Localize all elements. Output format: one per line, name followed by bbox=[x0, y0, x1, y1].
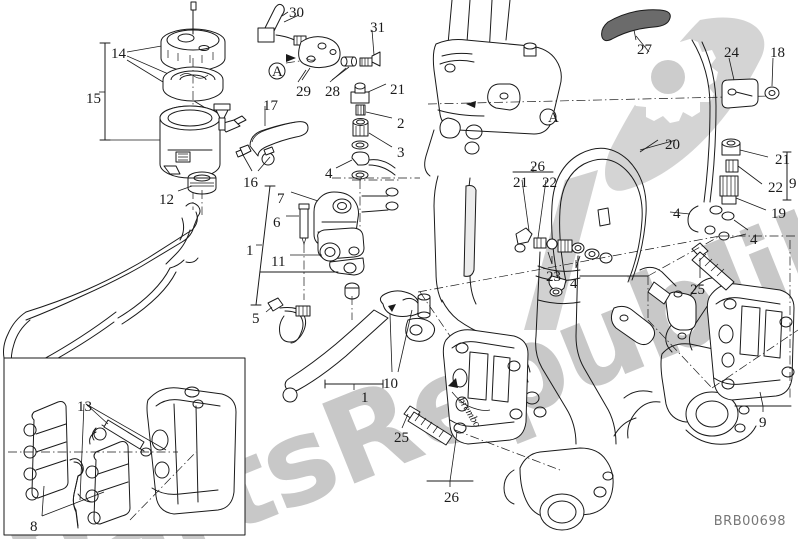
group-reservoir-assembly bbox=[99, 1, 247, 215]
callout-25: 25 bbox=[394, 430, 409, 446]
front-fork-assembly bbox=[424, 0, 771, 531]
callout-27: 27 bbox=[637, 42, 652, 58]
callout-A: A bbox=[272, 64, 283, 80]
group-brake-switch bbox=[257, 3, 381, 81]
callout-24: 24 bbox=[724, 45, 739, 61]
right-fork-hub bbox=[610, 266, 757, 445]
callout-9: 9 bbox=[759, 415, 767, 431]
callout-4: 4 bbox=[673, 206, 681, 222]
callout-A: A bbox=[548, 110, 559, 126]
caliper-left: brembo bbox=[419, 291, 561, 487]
callout-28: 28 bbox=[325, 84, 340, 100]
callout-15: 15 bbox=[86, 91, 101, 107]
callout-9: 9 bbox=[789, 176, 797, 192]
callout-8: 8 bbox=[30, 519, 38, 535]
callout-31: 31 bbox=[370, 20, 385, 36]
callout-3: 3 bbox=[397, 145, 405, 161]
callout-21: 21 bbox=[390, 82, 405, 98]
caliper-right bbox=[647, 235, 798, 412]
callout-14: 14 bbox=[111, 46, 126, 62]
group-bleed-valve-right bbox=[669, 39, 792, 241]
group-master-cylinder bbox=[250, 179, 400, 320]
left-fairing-outline bbox=[3, 202, 201, 373]
callout-23: 23 bbox=[546, 269, 561, 285]
callout-19: 19 bbox=[771, 206, 786, 222]
group-24-18 bbox=[721, 57, 780, 109]
callout-30: 30 bbox=[289, 5, 304, 21]
part-5-cable-clip bbox=[265, 297, 311, 344]
callout-26: 26 bbox=[530, 159, 545, 175]
group-reservoir-hose bbox=[235, 106, 309, 172]
bracket-26-21-22 bbox=[417, 166, 721, 293]
callout-4: 4 bbox=[325, 166, 333, 182]
callout-25: 25 bbox=[690, 282, 705, 298]
callout-6: 6 bbox=[273, 215, 281, 231]
misc-leaders bbox=[283, 14, 677, 151]
callout-21: 21 bbox=[775, 152, 790, 168]
callout-4: 4 bbox=[750, 232, 758, 248]
callout-11: 11 bbox=[271, 254, 286, 270]
callout-20: 20 bbox=[665, 137, 680, 153]
callout-16: 16 bbox=[243, 175, 258, 191]
callout-13: 13 bbox=[77, 399, 92, 415]
callout-1: 1 bbox=[361, 390, 369, 406]
group-brake-lever bbox=[282, 290, 436, 403]
part-27-hose bbox=[601, 9, 671, 42]
callout-22: 22 bbox=[542, 175, 557, 191]
callout-7: 7 bbox=[277, 191, 285, 207]
callout-17: 17 bbox=[263, 98, 278, 114]
callout-18: 18 bbox=[770, 45, 785, 61]
callout-2: 2 bbox=[397, 116, 405, 132]
callout-1: 1 bbox=[246, 243, 254, 259]
diagram-part-code: BRB00698 bbox=[713, 514, 786, 529]
callout-10: 10 bbox=[383, 376, 398, 392]
callout-5: 5 bbox=[252, 311, 260, 327]
callout-22: 22 bbox=[768, 180, 783, 196]
callout-12: 12 bbox=[159, 192, 174, 208]
leaders-23-4 bbox=[551, 256, 577, 268]
part-12-grommet bbox=[177, 171, 217, 195]
callout-26: 26 bbox=[444, 490, 459, 506]
group-banjo-fittings-left bbox=[332, 82, 420, 232]
part-25-bolt-left bbox=[401, 405, 453, 446]
part-20-brake-hose bbox=[548, 139, 659, 297]
callout-21: 21 bbox=[513, 175, 528, 191]
inset-brake-pads-panel bbox=[3, 357, 246, 536]
callout-29: 29 bbox=[296, 84, 311, 100]
callout-4: 4 bbox=[570, 276, 578, 292]
